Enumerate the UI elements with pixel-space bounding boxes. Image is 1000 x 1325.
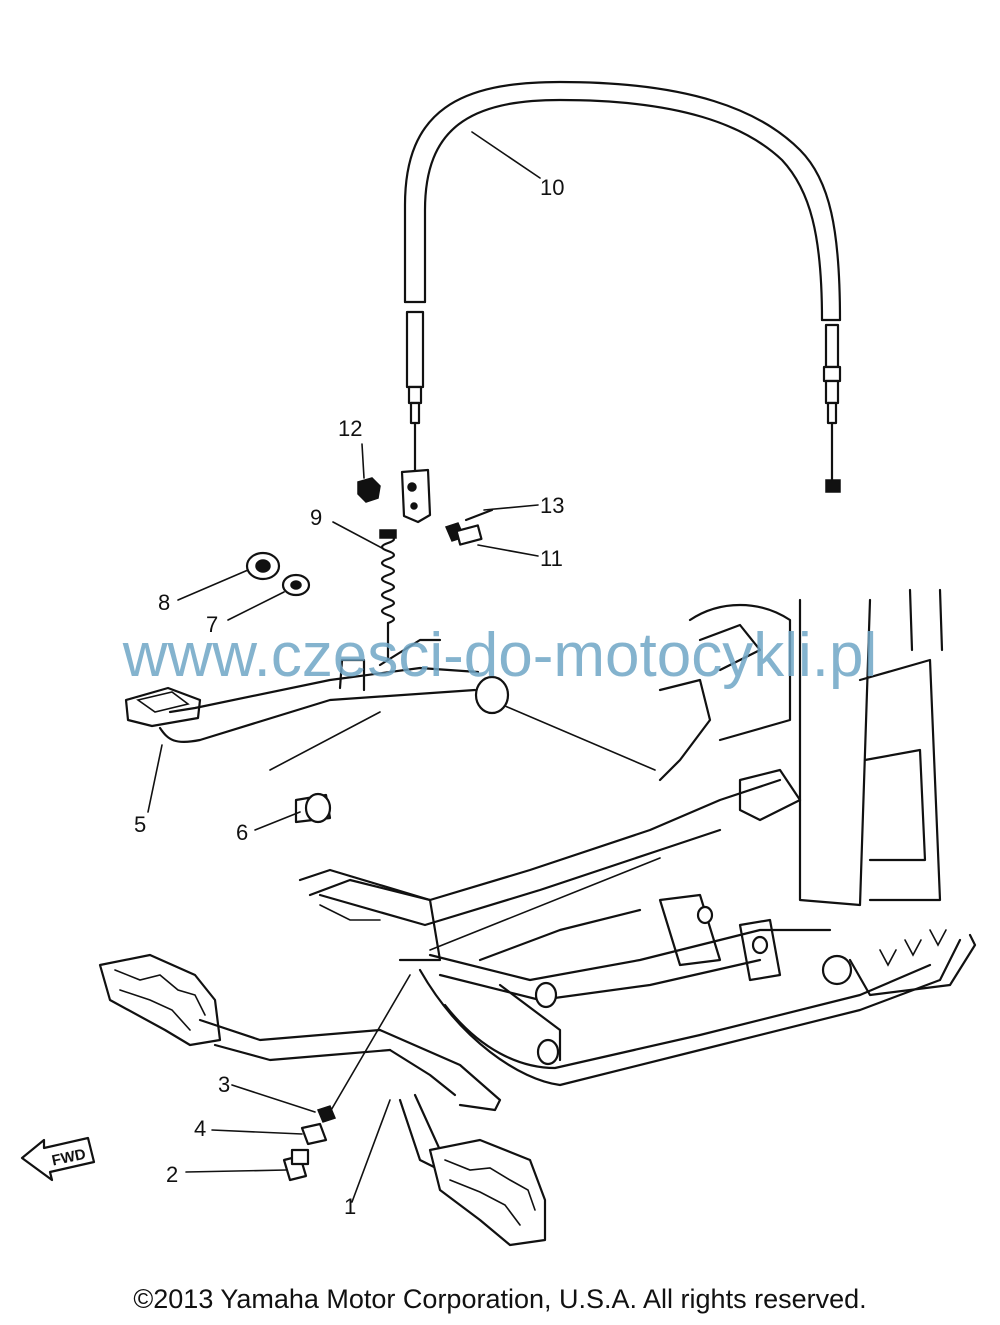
brake-cable — [403, 80, 842, 493]
watermark-url: www.czesci-do-motocykli.pl — [122, 621, 878, 690]
cable-joint — [400, 468, 432, 524]
callout-4: 4 — [194, 1116, 206, 1141]
pin-parts — [444, 508, 494, 546]
bush-6 — [269, 711, 381, 824]
callout-6: 6 — [236, 820, 248, 845]
spring-9 — [379, 529, 397, 662]
fwd-label: FWD — [50, 1146, 87, 1170]
callout-7: 7 — [206, 612, 218, 637]
callout-2: 2 — [166, 1162, 178, 1187]
footrest-bolts — [282, 1105, 337, 1182]
callout-1: 1 — [344, 1194, 356, 1219]
callout-12: 12 — [338, 416, 362, 441]
callout-11: 11 — [540, 546, 563, 571]
brake-pedal — [124, 638, 510, 744]
callout-13: 13 — [540, 493, 564, 518]
leader-lines — [147, 131, 541, 1203]
footrest — [98, 953, 547, 1247]
copyright-notice: ©2013 Yamaha Motor Corporation, U.S.A. A… — [133, 1284, 867, 1314]
callout-5: 5 — [134, 812, 146, 837]
callout-8: 8 — [158, 590, 170, 615]
callout-9: 9 — [310, 505, 322, 530]
nut-12 — [357, 477, 381, 503]
callout-3: 3 — [218, 1072, 230, 1097]
fwd-arrow-icon: FWD — [20, 1136, 96, 1182]
callout-numbers: 10 12 13 11 9 8 7 5 6 3 4 2 1 — [134, 175, 564, 1219]
frame — [298, 588, 977, 1087]
washers — [245, 551, 311, 597]
callout-10: 10 — [540, 175, 564, 200]
